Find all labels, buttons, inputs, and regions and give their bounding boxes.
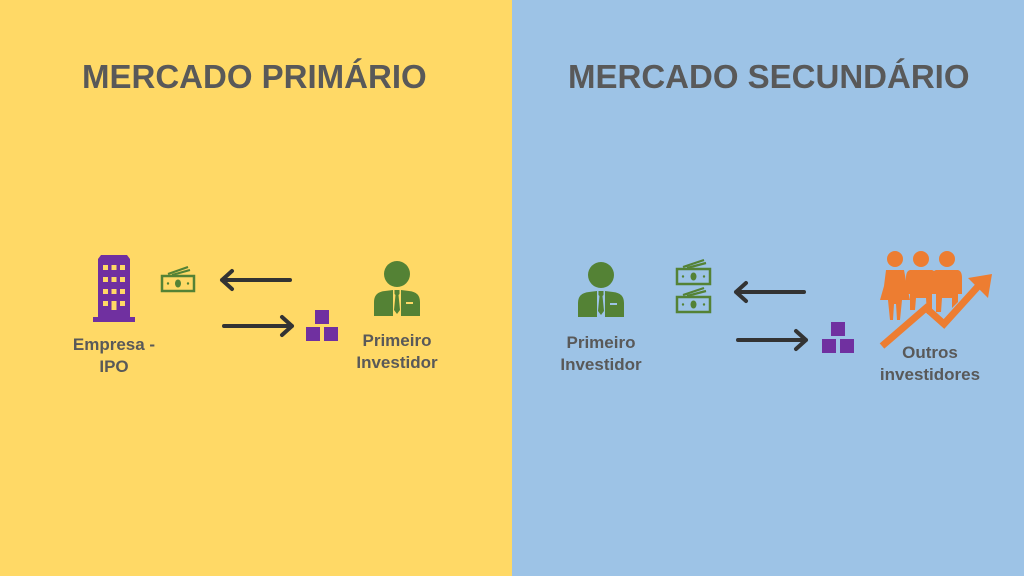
investor-icon	[371, 260, 423, 316]
arrow-left-icon	[732, 280, 806, 304]
building-icon	[91, 253, 137, 323]
secondary-market-title: MERCADO SECUNDÁRIO	[568, 58, 970, 95]
shares-icon	[305, 310, 339, 342]
other-investors-label: Outros investidores	[879, 343, 981, 384]
secondary-market-panel: MERCADO SECUNDÁRIO Primeiro Investidor	[512, 0, 1024, 576]
money-stack-icon	[674, 258, 714, 314]
group-growth-icon	[876, 250, 994, 350]
first-investor-label: Primeiro Investidor	[356, 331, 438, 372]
primary-market-panel: MERCADO PRIMÁRIO Empresa - IPO	[0, 0, 512, 576]
arrow-left-icon	[218, 268, 292, 292]
company-label: Empresa - IPO	[72, 335, 156, 376]
arrow-right-icon	[222, 314, 296, 338]
investor-icon	[575, 261, 627, 317]
first-investor-label: Primeiro Investidor	[560, 333, 642, 374]
money-icon	[160, 265, 196, 293]
shares-icon	[821, 322, 855, 354]
arrow-right-icon	[736, 328, 810, 352]
primary-market-title: MERCADO PRIMÁRIO	[82, 58, 427, 95]
